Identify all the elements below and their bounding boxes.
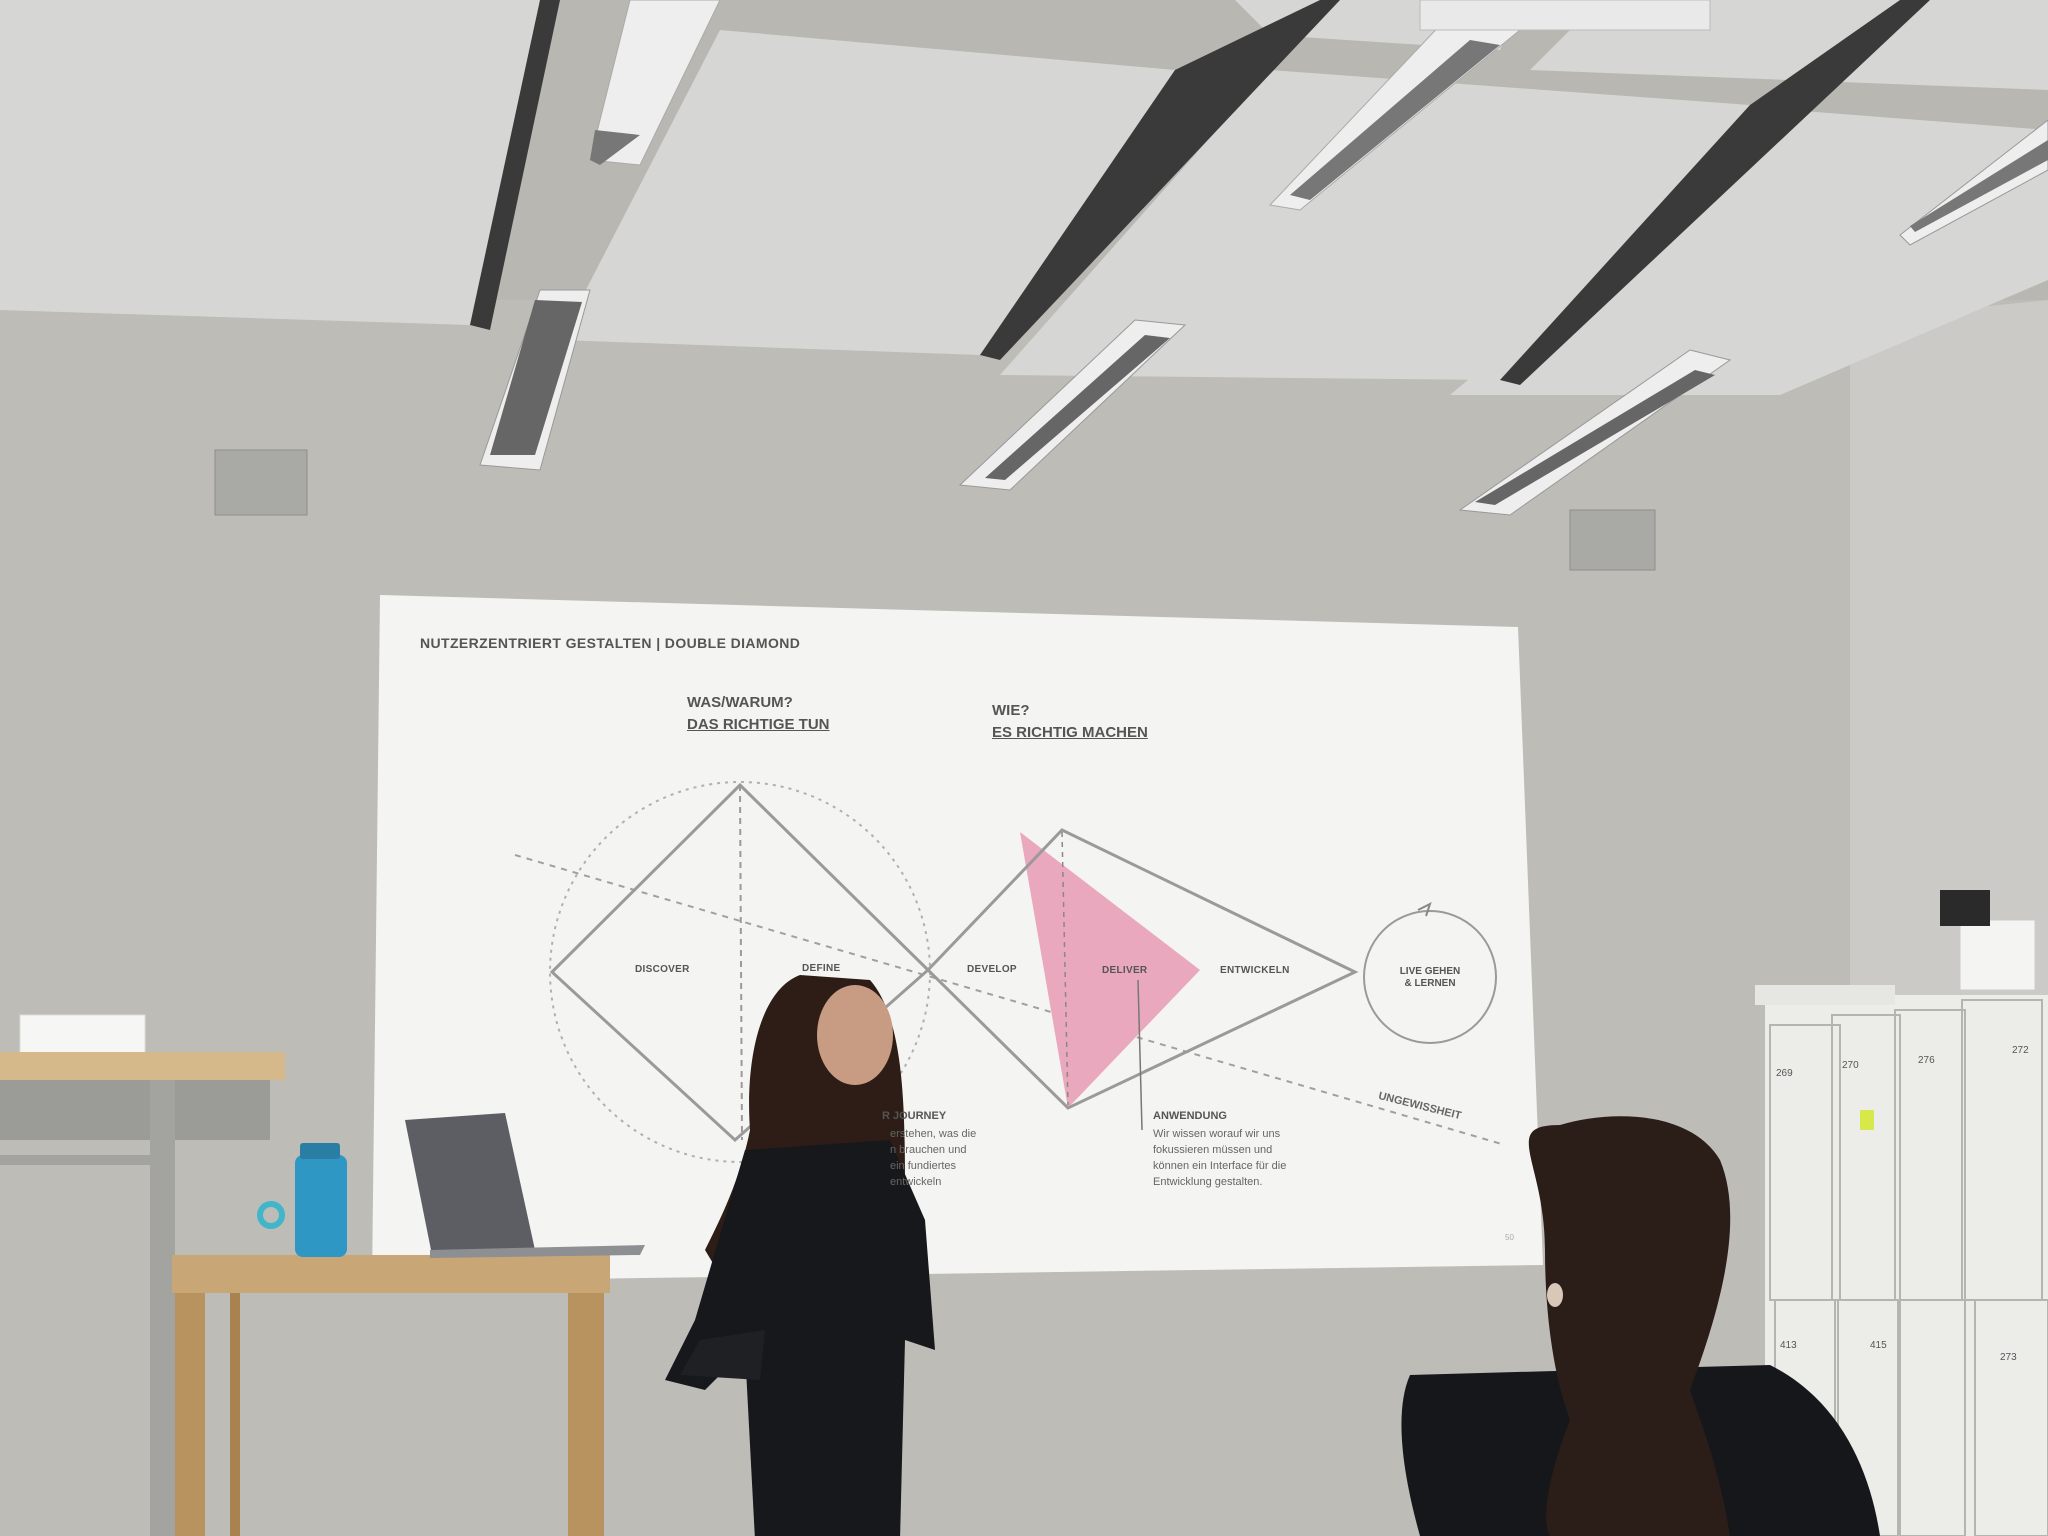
journey-line: entwickeln: [890, 1176, 942, 1188]
anwendung-body: Wir wissen worauf wir uns fokussieren mü…: [1153, 1126, 1303, 1190]
journey-line: erstehen, was die: [890, 1128, 977, 1140]
locker-number: 413: [1780, 1340, 1797, 1351]
locker-number: 415: [1870, 1340, 1887, 1351]
anwendung-line: Wir wissen worauf wir uns: [1153, 1128, 1281, 1140]
anwendung-line: können ein Interface für die: [1153, 1160, 1287, 1172]
anwendung-title: ANWENDUNG: [1153, 1110, 1227, 1122]
live-line-1: LIVE GEHEN: [1399, 966, 1461, 977]
live-line-2: & LERNEN: [1404, 978, 1456, 989]
slide-header: NUTZERZENTRIERT GESTALTEN | DOUBLE DIAMO…: [420, 635, 801, 651]
speaker-right: [1569, 509, 1656, 571]
label-develop: DEVELOP: [967, 964, 1017, 975]
left-question-block: WAS/WARUM? DAS RICHTIGE TUN: [687, 692, 830, 736]
journey-title: R JOURNEY: [882, 1110, 947, 1122]
right-question-block: WIE? ES RICHTIG MACHEN: [992, 700, 1148, 744]
audience-member: [1401, 1116, 1880, 1536]
journey-line: ein fundiertes: [890, 1160, 957, 1172]
journey-body: erstehen, was die n brauchen und ein fun…: [890, 1126, 1000, 1190]
right-question: WIE?: [992, 702, 1030, 719]
label-discover: DISCOVER: [635, 964, 690, 975]
speaker-left: [214, 449, 308, 516]
label-entwickeln: ENTWICKELN: [1220, 965, 1290, 976]
locker-number: 269: [1776, 1068, 1793, 1079]
live-gehen-label: LIVE GEHEN & LERNEN: [1385, 966, 1475, 990]
double-diamond-diagram: [514, 781, 1506, 1163]
journey-line: n brauchen und: [890, 1144, 967, 1156]
label-deliver: DELIVER: [1102, 965, 1148, 976]
label-define: DEFINE: [802, 963, 841, 974]
slide-page-number: 50: [1505, 1233, 1514, 1242]
ceiling-lights: [479, 0, 2048, 516]
presenter: [665, 975, 935, 1536]
anwendung-line: Entwicklung gestalten.: [1153, 1176, 1263, 1188]
anwendung-line: fokussieren müssen und: [1153, 1144, 1273, 1156]
locker-number: 276: [1918, 1055, 1935, 1066]
right-subtitle: ES RICHTIG MACHEN: [992, 724, 1148, 741]
left-subtitle: DAS RICHTIGE TUN: [687, 716, 830, 733]
wooden-table: [172, 1255, 610, 1536]
lectern: [0, 1014, 285, 1536]
locker-number: 273: [2000, 1352, 2017, 1363]
water-bottle: [257, 1143, 347, 1257]
locker-number: 270: [1842, 1060, 1859, 1071]
left-question: WAS/WARUM?: [687, 694, 793, 711]
ceiling: [0, 0, 2048, 395]
laptop: [405, 1113, 645, 1258]
locker-number: 272: [2012, 1045, 2029, 1056]
